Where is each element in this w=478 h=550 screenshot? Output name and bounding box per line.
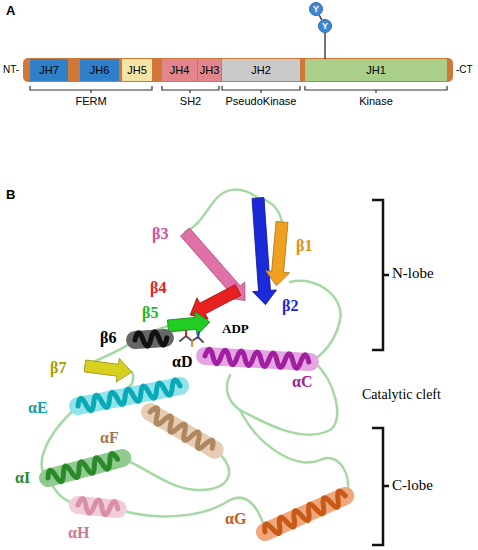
helix-band (253, 484, 357, 544)
helix-turns (77, 498, 118, 516)
ligand-label: ADP (222, 322, 249, 335)
domain-box: JH1 (305, 59, 447, 81)
strand-arrow (167, 310, 211, 338)
phospho-circle: Y (318, 19, 332, 33)
helix-band (195, 346, 319, 371)
helix-label: αI (15, 470, 30, 486)
helix-band (68, 495, 128, 519)
domain-group-label: FERM (75, 96, 106, 107)
helix (67, 375, 190, 416)
domain-label: JH1 (366, 65, 386, 76)
beta-strand (246, 197, 277, 305)
beta-strand (167, 310, 211, 338)
lobe-brackets (372, 200, 389, 545)
strand-label: β4 (150, 280, 166, 296)
domain-group-label: SH2 (180, 96, 201, 107)
ligand-bond (185, 331, 187, 336)
bracket (162, 86, 219, 93)
coil-loop (240, 362, 337, 435)
bracket (222, 86, 300, 93)
terminus-label: -CT (456, 65, 473, 75)
helix-band (37, 447, 133, 489)
coil-loop (240, 410, 348, 500)
beta-strand (264, 221, 293, 287)
helix-label: αD (172, 354, 192, 370)
bracket (372, 428, 389, 545)
region-label: C-lobe (392, 478, 433, 493)
strand-label: β3 (152, 226, 168, 242)
panel-letter: A (6, 4, 15, 17)
domain-label: JH5 (127, 65, 147, 76)
helix-label: αG (225, 511, 246, 527)
strand-arrow (246, 197, 277, 305)
helix-turns (46, 452, 119, 484)
domain-label: JH3 (200, 65, 220, 76)
domain-box: JH2 (222, 59, 300, 81)
phospho-circle: Y (309, 2, 323, 16)
bracket (305, 86, 447, 93)
region-label: Catalytic cleft (362, 388, 441, 402)
panel-letter: B (6, 188, 15, 201)
strand-arrow (264, 221, 293, 287)
residue-label: Y (313, 5, 319, 14)
strand-label: β5 (142, 305, 158, 321)
circle-shape (310, 3, 323, 16)
terminus-label: NT- (3, 65, 19, 75)
coil-loop (227, 375, 240, 410)
helix (138, 400, 227, 462)
region-label: N-lobe (392, 266, 434, 281)
protein-bar (23, 58, 453, 82)
domain-box: JH3 (198, 59, 222, 81)
beta-strand (83, 354, 133, 384)
helix-turns (146, 406, 215, 454)
helix (125, 328, 174, 349)
circle-shape (319, 20, 332, 33)
strand-arrow (83, 354, 133, 384)
coil (42, 190, 349, 532)
residue-label: Y (322, 22, 328, 31)
helix-band (67, 375, 190, 416)
domain-box: JH7 (30, 59, 68, 81)
strand-label: β6 (100, 330, 116, 346)
adp-ligand (180, 331, 203, 346)
strand-label: β2 (282, 298, 298, 314)
strand-label: β7 (50, 360, 66, 376)
domain-box: JH4 (162, 59, 197, 81)
ligand-bond (198, 332, 199, 337)
domain-brackets (30, 86, 447, 93)
helix-band (125, 328, 174, 349)
helix (195, 346, 319, 371)
helix (68, 495, 128, 519)
phospho-stem (324, 33, 326, 59)
helix-turns (77, 379, 182, 413)
domain-box: JH5 (122, 59, 152, 81)
domain-label: JH7 (39, 65, 59, 76)
bracket (372, 200, 389, 350)
domain-label: JH6 (90, 65, 110, 76)
domain-group-label: PseudoKinase (226, 96, 297, 107)
helix-label: αC (292, 374, 312, 390)
domain-group-label: Kinase (359, 96, 393, 107)
phospho-stem (319, 15, 321, 20)
helix (253, 484, 357, 544)
helix-band (138, 400, 227, 462)
helix-label: αF (100, 430, 119, 446)
helix-turns (205, 349, 310, 369)
bracket (30, 86, 152, 93)
helix-turns (135, 331, 168, 347)
coil-loop (290, 281, 341, 360)
domain-box: JH6 (80, 59, 119, 81)
coil-loop (185, 190, 258, 232)
ligand-bond (191, 341, 193, 346)
coil-loop (118, 500, 230, 516)
helix-label: αE (28, 400, 48, 416)
domain-label: JH4 (170, 65, 190, 76)
helix-turns (262, 490, 348, 539)
strand-label: β1 (296, 238, 312, 254)
helix (37, 447, 133, 489)
domain-label: JH2 (251, 65, 271, 76)
helix-label: αH (68, 525, 89, 541)
